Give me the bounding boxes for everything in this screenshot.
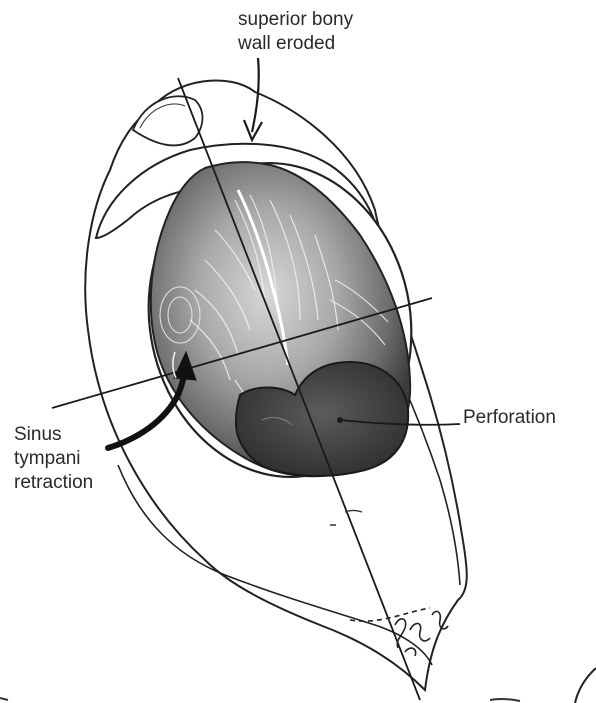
superior-wall-hook (133, 96, 203, 145)
label-sinus-tympani-retraction: Sinus tympani retraction (14, 423, 93, 495)
bottom-partial-mark-left (0, 698, 8, 700)
perforation-ticks (330, 511, 362, 526)
superior-arrow-shaft (252, 58, 259, 132)
ear-canal-inner-outline (118, 465, 432, 665)
perforation-pointer-dot (337, 417, 343, 423)
bottom-partial-mark-mid (490, 699, 520, 701)
scribble-marks (395, 611, 448, 656)
label-perforation: Perforation (463, 406, 556, 430)
label-superior-bony-wall-eroded: superior bony wall eroded (238, 8, 353, 56)
bottom-partial-curve-right (575, 668, 596, 703)
bottom-dashed-line (350, 608, 430, 621)
